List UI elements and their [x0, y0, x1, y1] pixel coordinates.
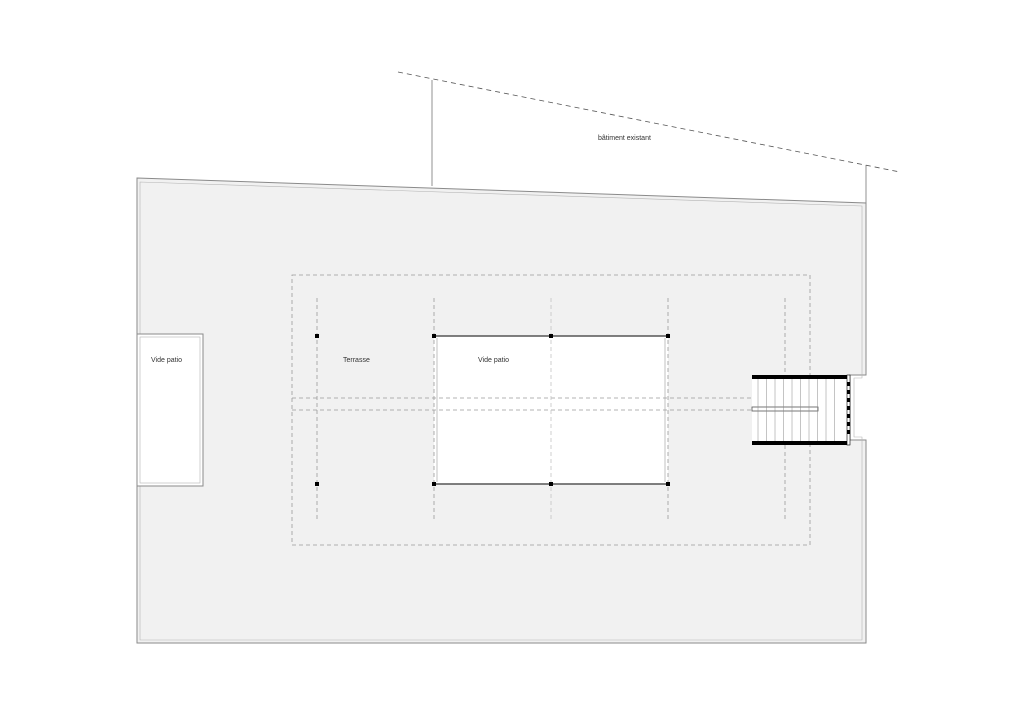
railing-post	[847, 398, 850, 402]
railing-post	[847, 390, 850, 394]
staircase	[751, 374, 851, 446]
column	[549, 334, 553, 338]
columns	[315, 334, 670, 486]
column	[549, 482, 553, 486]
label-terrace: Terrasse	[343, 357, 370, 364]
railing-post	[847, 422, 850, 426]
column	[666, 334, 670, 338]
railing-post	[847, 414, 850, 418]
existing-building	[397, 71, 901, 203]
railing-post	[847, 382, 850, 386]
railing-post	[847, 430, 850, 434]
column	[315, 482, 319, 486]
column	[432, 334, 436, 338]
label-left-void-patio: Vide patio	[151, 357, 183, 364]
column	[432, 482, 436, 486]
label-central-void-patio: Vide patio	[478, 357, 510, 364]
column	[666, 482, 670, 486]
column	[315, 334, 319, 338]
left-patio-void	[136, 333, 204, 487]
label-existing-building: bâtiment existant	[598, 135, 651, 142]
railing-post	[847, 406, 850, 410]
